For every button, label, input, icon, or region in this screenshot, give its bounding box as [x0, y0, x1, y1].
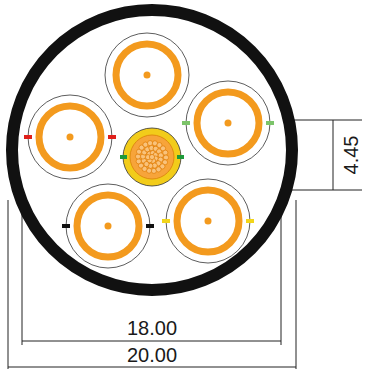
conductor-core	[62, 184, 154, 268]
conductor-core	[24, 95, 116, 179]
dimension-label: 20.00	[127, 345, 177, 365]
conductor-core	[162, 179, 254, 263]
dimension-label: 4.45	[341, 136, 361, 175]
outer-sheath	[12, 10, 292, 290]
conductor-core	[182, 81, 274, 165]
conductor-cores	[24, 33, 274, 268]
center-element	[120, 128, 184, 186]
dimension-label: 18.00	[127, 318, 177, 338]
conductor-core	[105, 33, 189, 117]
